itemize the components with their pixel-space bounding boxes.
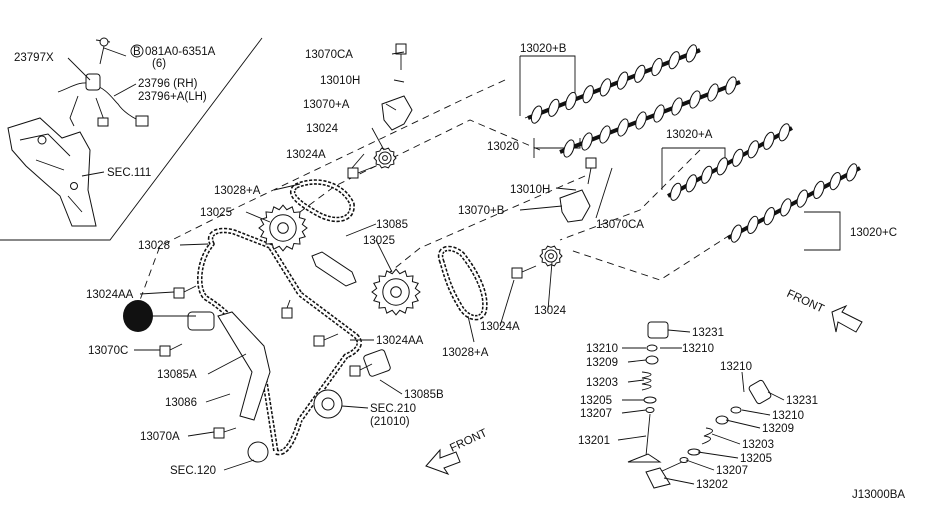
label-081A0-6351A: 081A0-6351A	[145, 46, 216, 58]
label-sec120: SEC.120	[170, 465, 216, 477]
label-13024A-top: 13024A	[286, 149, 326, 161]
chain-13028	[197, 227, 362, 456]
label-13020B: 13020+B	[520, 43, 567, 55]
label-13209-b: 13209	[762, 423, 794, 435]
bolt-symbol-circle	[130, 44, 144, 58]
label-13205-b: 13205	[740, 453, 772, 465]
tensioner-13070C	[187, 311, 215, 331]
label-13210-a1: 13210	[586, 343, 618, 355]
tension-guide-13085	[311, 251, 357, 287]
label-081A0-qty: (6)	[152, 58, 166, 70]
label-23797X: 23797X	[14, 52, 54, 64]
sprocket-13024-top	[373, 147, 397, 169]
label-13070CA-top: 13070CA	[305, 49, 353, 61]
label-sec210: SEC.210	[370, 403, 416, 415]
front-arrow-left	[425, 448, 461, 475]
slack-guide-13085A	[217, 311, 271, 421]
sprockets	[258, 147, 563, 316]
actuator-13070B	[559, 189, 591, 223]
label-13025-left: 13025	[200, 207, 232, 219]
label-13024A-mid: 13024A	[480, 321, 520, 333]
label-13210-b2: 13210	[772, 410, 804, 422]
label-13203-b: 13203	[742, 439, 774, 451]
seal-13024AA	[123, 300, 153, 332]
sec111-bracket	[7, 117, 97, 227]
label-13209-a: 13209	[586, 357, 618, 369]
label-13010H-top: 13010H	[320, 75, 360, 87]
camshaft-13020A-lobes	[667, 123, 793, 201]
chain-13028A-left	[289, 179, 355, 223]
label-13024AA-left: 13024AA	[86, 289, 134, 301]
label-13203-a: 13203	[586, 377, 618, 389]
chain-13028A-right	[437, 245, 488, 321]
label-13231-a: 13231	[692, 327, 724, 339]
label-13207-a: 13207	[580, 408, 612, 420]
label-13070A-top: 13070+A	[303, 99, 350, 111]
label-13085B: 13085B	[404, 389, 444, 401]
camshaft-13020C-lobes	[727, 163, 861, 243]
inset-panel	[0, 37, 263, 241]
label-13024-mid: 13024	[534, 305, 567, 317]
sprocket-13024-mid	[539, 245, 563, 267]
label-23796A-lh: 23796+A(LH)	[138, 91, 207, 103]
label-13085: 13085	[376, 219, 408, 231]
sprocket-13025-mid	[371, 268, 421, 316]
actuator-13070A-top	[381, 95, 413, 131]
tensioner-13085B	[363, 349, 391, 377]
label-13202: 13202	[696, 479, 728, 491]
part-labels: 23797X B 081A0-6351A (6) 23796 (RH) 2379…	[14, 43, 905, 501]
label-13070C: 13070C	[88, 345, 128, 357]
label-13028A-mid: 13028+A	[442, 347, 489, 359]
label-13010H-mid: 13010H	[510, 184, 550, 196]
label-13085A: 13085A	[157, 369, 197, 381]
bolt-symbol: B	[133, 46, 141, 58]
front-label-right: FRONT	[785, 288, 826, 316]
label-sec210-sub: (21010)	[370, 416, 410, 428]
label-13020C: 13020+C	[850, 227, 897, 239]
bolts	[159, 43, 597, 439]
label-13070B: 13070+B	[458, 205, 505, 217]
label-13210-a2: 13210	[682, 343, 714, 355]
label-13231-b: 13231	[786, 395, 818, 407]
label-13028A-top: 13028+A	[214, 185, 261, 197]
label-13205-a: 13205	[580, 395, 612, 407]
label-13210-b1: 13210	[720, 361, 752, 373]
valve-stack-a	[627, 321, 669, 463]
front-label-left: FRONT	[448, 427, 489, 455]
camshaft-13020-lobes	[559, 76, 741, 158]
label-sec111: SEC.111	[107, 167, 151, 179]
valve-stack-b	[645, 379, 772, 489]
label-13070CA-mid: 13070CA	[596, 219, 644, 231]
label-13070A-bot: 13070A	[140, 431, 180, 443]
label-13024AA-mid: 13024AA	[376, 335, 424, 347]
dashed-guides	[139, 79, 731, 301]
camshaft-13020B-lobes	[527, 44, 701, 124]
label-13024-top: 13024	[306, 123, 339, 135]
label-13025-mid: 13025	[363, 235, 395, 247]
label-13207-b: 13207	[716, 465, 748, 477]
sprocket-13025-left	[258, 204, 308, 252]
label-13020A: 13020+A	[666, 129, 713, 141]
label-13028: 13028	[138, 240, 170, 252]
crank-sprocket-sec120	[247, 441, 269, 463]
label-23796-rh: 23796 (RH)	[138, 78, 198, 90]
diagram-id-code: J13000BA	[852, 489, 905, 501]
front-arrow-right	[831, 304, 863, 333]
label-13020: 13020	[487, 141, 519, 153]
label-13086: 13086	[165, 397, 197, 409]
label-13201: 13201	[578, 435, 610, 447]
